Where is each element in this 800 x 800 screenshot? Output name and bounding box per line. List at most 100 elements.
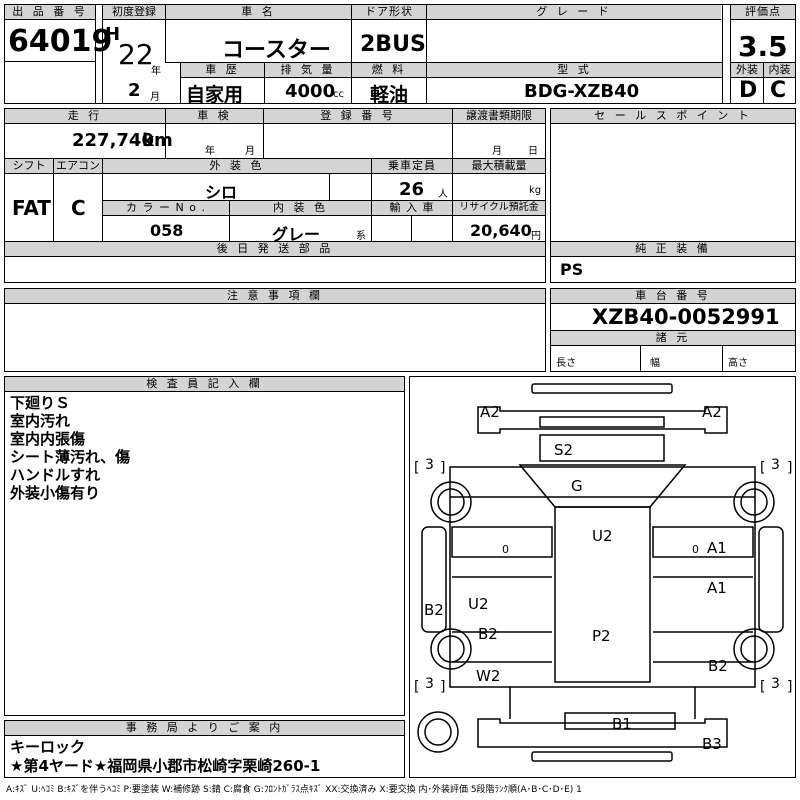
mark-a2-right: A2: [702, 403, 722, 421]
year-value: 22: [118, 38, 154, 71]
year-unit: 年: [151, 66, 161, 77]
int-color-suffix: 系: [356, 231, 366, 242]
chassis-value: XZB40-0052991: [592, 305, 780, 329]
mileage-unit: km: [142, 130, 173, 151]
shift-value: FAT: [12, 196, 51, 220]
length-label: 長さ: [556, 358, 576, 369]
inspector-line: 室内汚れ: [10, 412, 71, 430]
notes-label: 注 意 事 項 欄: [5, 289, 545, 304]
svg-text:]: ]: [787, 679, 792, 695]
transfer-label: 譲渡書類期限: [453, 109, 545, 124]
inspector-line: 室内内張傷: [10, 430, 86, 448]
mark-b2-right: B2: [708, 657, 728, 675]
inspection-label: 車 検: [166, 109, 263, 124]
displacement-value: 4000: [285, 81, 336, 102]
mark-a1-upper: A1: [707, 539, 727, 557]
score-label: 評価点: [731, 5, 795, 20]
later-parts-label: 後 日 発 送 部 品: [5, 242, 545, 257]
inspector-line: 下廻りＳ: [10, 394, 71, 412]
chassis-label: 車 台 番 号: [551, 289, 795, 304]
recycle-unit: 円: [531, 231, 541, 242]
ext-value: D: [739, 78, 758, 103]
model-label: 型 式: [427, 63, 722, 78]
insp-month: 月: [245, 146, 255, 157]
int-color-label: 内 装 色: [230, 201, 371, 216]
dims-label: 諸 元: [551, 331, 795, 346]
int-color-value: グレー: [272, 225, 321, 244]
sales-points-label: セ ー ル ス ポ イ ン ト: [551, 109, 795, 124]
history-value: 自家用: [186, 84, 244, 106]
inspector-label: 検 査 員 記 入 欄: [5, 377, 404, 392]
office-label: 事 務 局 よ り ご 案 内: [5, 721, 404, 736]
legend: A:ｷｽﾞ U:ﾍｺﾐ B:ｷｽﾞを伴うﾍｺﾐ P:要塗装 W:補修跡 S:錆 …: [6, 785, 582, 795]
svg-text:[: [: [760, 460, 765, 476]
svg-text:[: [: [414, 679, 419, 695]
equipment-label: 純 正 装 備: [551, 242, 795, 257]
mark-zero-left: 0: [502, 543, 509, 556]
mark-w2: W2: [476, 667, 501, 685]
mark-b2-left: B2: [424, 601, 444, 619]
svg-text:]: ]: [440, 679, 445, 695]
transfer-day: 日: [528, 146, 538, 157]
capacity-unit: 人: [438, 189, 448, 200]
mark-u2-left: U2: [468, 595, 489, 613]
insp-year: 年: [205, 146, 215, 157]
tire-front-right: 3: [771, 457, 780, 473]
capacity-label: 乗車定員: [372, 159, 452, 174]
maxload-label: 最大積載量: [453, 159, 545, 174]
mark-a1-lower: A1: [707, 579, 727, 597]
office-lines: キーロック ★第4ヤード★福岡県小郡市松崎字栗崎260-1: [10, 738, 320, 776]
tire-rear-left: 3: [425, 676, 434, 692]
recycle-value: 20,640: [470, 221, 532, 240]
tire-front-left: 3: [425, 457, 434, 473]
mark-a2-left: A2: [480, 403, 500, 421]
inspector-line: ハンドルすれ: [10, 466, 101, 484]
mark-b1: B1: [612, 715, 632, 733]
car-diagram: [] [] [] [] A2 A2 S2 G U2 A1 A1 0 0 B2 U…: [409, 376, 796, 778]
era: H: [105, 24, 121, 45]
transfer-month: 月: [492, 146, 502, 157]
ext-color-value: シロ: [205, 183, 238, 202]
displacement-label: 排 気 量: [265, 63, 351, 78]
door-label: ドア形状: [352, 5, 426, 20]
svg-text:]: ]: [440, 460, 445, 476]
regno-label: 登 録 番 号: [264, 109, 452, 124]
first-reg-label: 初度登録: [103, 5, 165, 20]
tire-rear-right: 3: [771, 676, 780, 692]
car-name-label: 車 名: [166, 5, 351, 20]
month-unit: 月: [150, 92, 160, 103]
mileage-value: 227,740: [72, 130, 154, 151]
header-table: [4, 4, 796, 104]
capacity-value: 26: [399, 179, 425, 200]
lot-number: 64019: [8, 24, 113, 59]
mark-b3: B3: [702, 735, 722, 753]
mark-zero-right: 0: [692, 543, 699, 556]
door-type: 2BUS: [360, 32, 426, 57]
height-label: 高さ: [728, 358, 748, 369]
lot-label: 出 品 番 号: [5, 5, 95, 20]
grade-label: グ レ ー ド: [427, 5, 721, 20]
shift-label: シフト: [5, 159, 53, 174]
svg-text:[: [: [414, 460, 419, 476]
inspector-line: シート薄汚れ、傷: [10, 448, 131, 466]
mark-u2-top: U2: [592, 527, 613, 545]
model-value: BDG-XZB40: [524, 81, 640, 102]
score-value: 3.5: [738, 30, 788, 63]
int-label: 内装: [764, 63, 795, 78]
car-name: コースター: [222, 38, 331, 63]
inspector-box: [4, 376, 405, 716]
displacement-unit: cc: [333, 89, 344, 100]
car-outline-svg: [] [] [] []: [414, 383, 792, 762]
mark-p2: P2: [592, 627, 611, 645]
color-no-label: カ ラ ー N o .: [103, 201, 229, 216]
fuel-label: 燃 料: [352, 63, 426, 78]
mark-g: G: [571, 477, 583, 495]
inspector-line: 外装小傷有り: [10, 484, 101, 502]
ext-label: 外装: [731, 63, 763, 78]
ac-value: C: [71, 196, 86, 220]
ext-color-label: 外 装 色: [103, 159, 371, 174]
color-no-value: 058: [150, 221, 184, 240]
ac-label: エアコン: [54, 159, 102, 174]
svg-text:]: ]: [787, 460, 792, 476]
import-label: 輸 入 車: [372, 201, 452, 216]
